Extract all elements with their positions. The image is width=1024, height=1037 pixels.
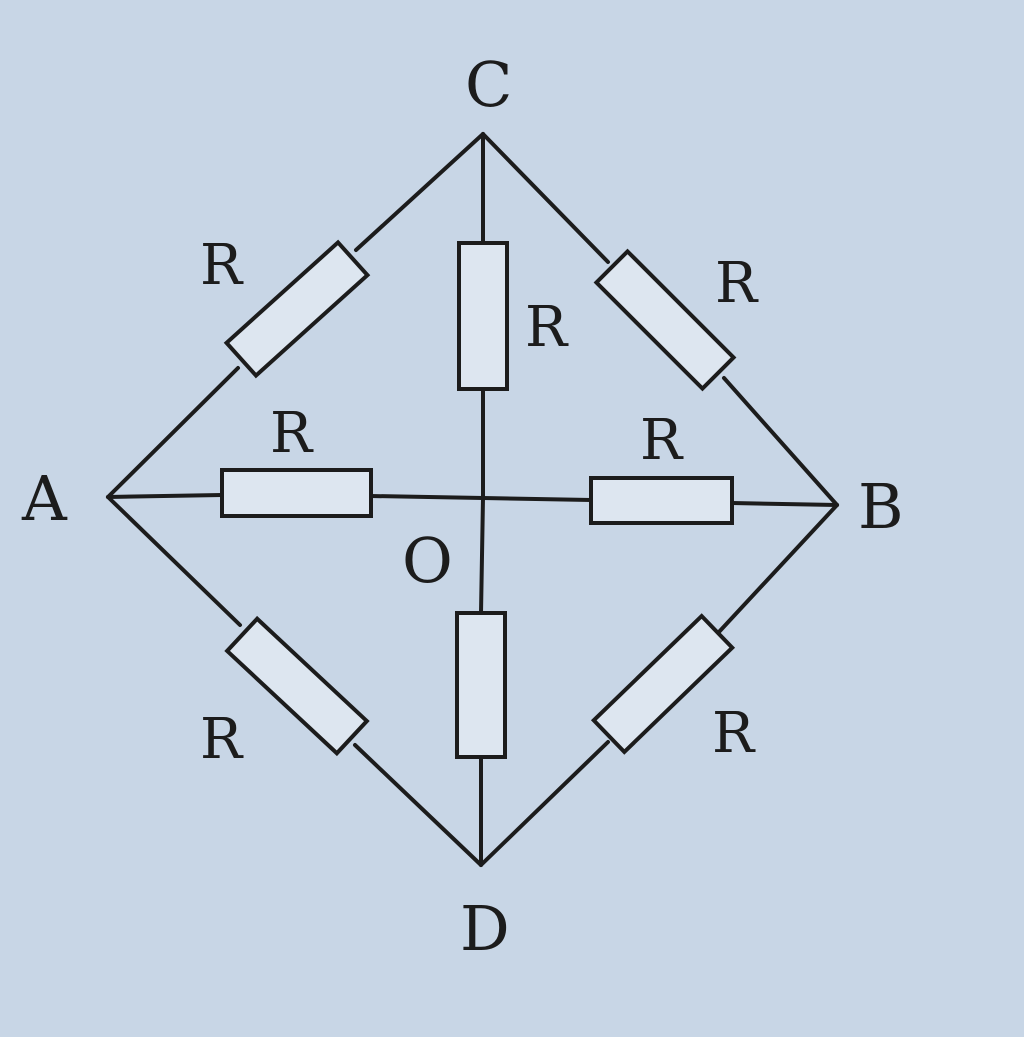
wire-a-c-lower [106, 366, 240, 499]
branch-o-b [481, 476, 839, 525]
resistor-a-o [220, 468, 373, 518]
branch-a-o [106, 468, 485, 518]
branch-a-c [106, 132, 485, 499]
wire-a-o-left [106, 493, 224, 499]
wire-o-d-upper [479, 496, 485, 615]
resistor-a-c [223, 239, 371, 379]
resistor-label-a-o: R [270, 401, 314, 466]
resistor-label-c-b: R [715, 251, 759, 316]
wire-a-c-upper [354, 132, 485, 252]
wire-o-b-left [481, 496, 593, 502]
wire-b-d-lower [479, 740, 610, 867]
branch-c-o [457, 132, 509, 500]
node-label-c: C [465, 48, 512, 121]
wire-b-d-upper [716, 503, 839, 635]
branch-a-d [106, 495, 483, 867]
resistor-o-d [455, 611, 507, 759]
resistor-label-o-b: R [640, 408, 684, 473]
branch-b-d [479, 503, 839, 867]
resistor-label-a-d: R [200, 707, 244, 772]
node-label-o: O [402, 524, 453, 597]
wire-a-o-right [369, 494, 485, 500]
branch-o-d [455, 496, 507, 867]
wire-o-b-right [730, 501, 839, 507]
node-label-a: A [21, 462, 68, 535]
wire-c-b-upper [481, 132, 610, 264]
resistor-a-d [224, 615, 370, 757]
node-label-b: B [858, 470, 904, 543]
wire-a-d-upper [106, 495, 242, 627]
resistor-label-b-d: R [712, 701, 756, 766]
wire-a-d-lower [353, 743, 483, 867]
wire-c-b-lower [722, 376, 839, 507]
branch-c-b [481, 132, 839, 507]
resistor-label-c-o: R [525, 295, 569, 360]
resistor-o-b [589, 476, 734, 525]
resistor-b-d [590, 613, 736, 755]
resistor-c-b [593, 248, 737, 392]
node-label-d: D [460, 892, 510, 965]
resistor-c-o [457, 241, 509, 391]
resistor-label-a-c: R [200, 233, 244, 298]
